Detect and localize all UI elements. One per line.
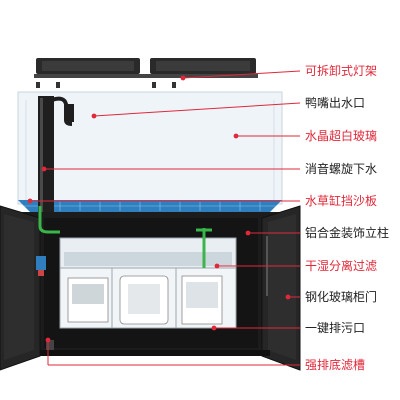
- callout-duckbill-outlet: 鸭嘴出水口: [305, 96, 366, 110]
- callout-sand-board: 水草缸挡沙板: [305, 194, 378, 208]
- callout-tempered-door: 钢化玻璃柜门: [305, 290, 378, 304]
- overflow-column: [38, 96, 74, 214]
- cabinet-base: [40, 350, 270, 356]
- leader-lines: [30, 70, 301, 366]
- callout-drain-outlet: 一键排污口: [305, 321, 366, 335]
- leader-dots: [27, 75, 291, 343]
- callout-silent-drain: 消音螺旋下水: [305, 162, 378, 176]
- callout-alloy-column: 铝合金装饰立柱: [305, 226, 390, 240]
- callout-bottom-sump: 强排底滤槽: [305, 358, 366, 372]
- callout-ultra-clear-glass: 水晶超白玻璃: [305, 129, 378, 143]
- callout-dry-wet-filter: 干湿分离过滤: [305, 259, 378, 273]
- callout-lamp-rack: 可拆卸式灯架: [305, 64, 378, 78]
- sump-filter: [36, 206, 237, 350]
- lamp-rack: [34, 58, 258, 88]
- glass-tank: [17, 91, 283, 212]
